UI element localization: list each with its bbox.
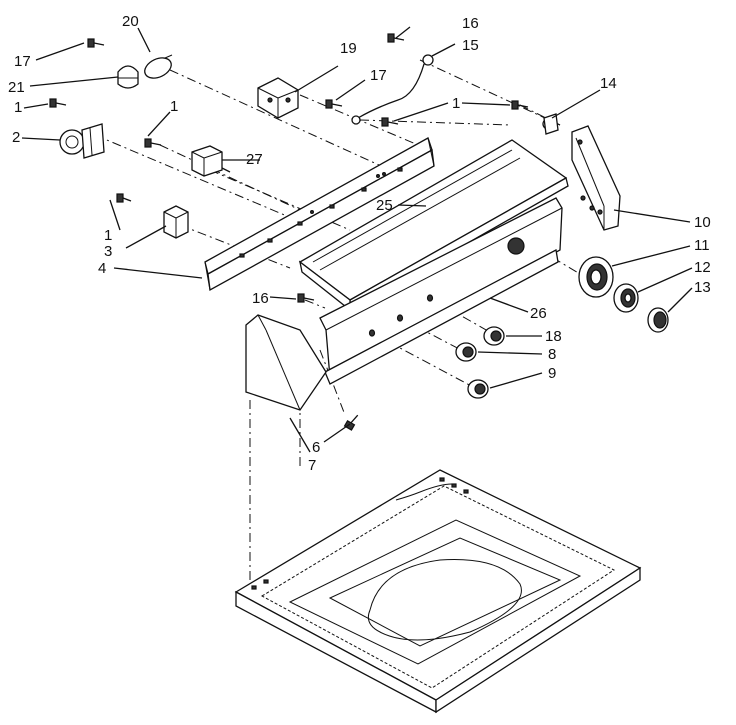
callout-4: 4 [98,260,106,277]
callout-1-upper: 1 [170,98,178,115]
callout-15: 15 [462,37,479,54]
screws [49,33,529,431]
callout-1-left: 1 [14,99,22,116]
knob-part [647,307,669,333]
callout-13: 13 [694,279,711,296]
callout-8: 8 [548,346,556,363]
end-cap-part [245,314,327,411]
callout-6: 6 [312,439,320,456]
bracket-14-part [543,113,559,135]
bracket-3-part [163,205,189,239]
callout-10: 10 [694,214,711,231]
knob-18-part [483,326,505,346]
callout-3: 3 [104,243,112,260]
knob-8-part [455,342,477,362]
callout-27: 27 [246,151,263,168]
switch-27-part [191,145,231,177]
callout-21: 21 [8,79,25,96]
callout-14: 14 [600,75,617,92]
leader-lines [21,26,693,453]
timer-part [59,123,105,159]
callout-9: 9 [548,365,556,382]
callout-labels: 20 16 15 17 19 21 17 14 1 1 1 2 27 25 10… [8,13,711,474]
callout-17-mid: 17 [370,67,387,84]
knob-bezel-part [578,256,614,298]
callout-12: 12 [694,259,711,276]
callout-11: 11 [694,237,710,254]
callout-16-top: 16 [462,15,479,32]
bracket-19-part [257,77,299,119]
callout-20: 20 [122,13,139,30]
cabinet-top-part [234,469,642,714]
callout-17-left: 17 [14,53,31,70]
side-cap-part [571,125,621,231]
console-front-panel-part [319,197,563,385]
callout-18: 18 [545,328,562,345]
callout-25: 25 [376,197,393,214]
callout-26: 26 [530,305,547,322]
callout-7: 7 [308,457,316,474]
rear-bracket-part [204,137,435,292]
knob-9-part [467,379,489,399]
knob-skirt-part [613,283,639,313]
capacitor-clamp-part [117,65,139,89]
callout-1-right: 1 [452,95,460,112]
callout-2: 2 [12,129,20,146]
capacitor-part [144,54,173,79]
callout-1-lower: 1 [104,227,112,244]
callout-16-mid: 16 [252,290,269,307]
callout-19: 19 [340,40,357,57]
